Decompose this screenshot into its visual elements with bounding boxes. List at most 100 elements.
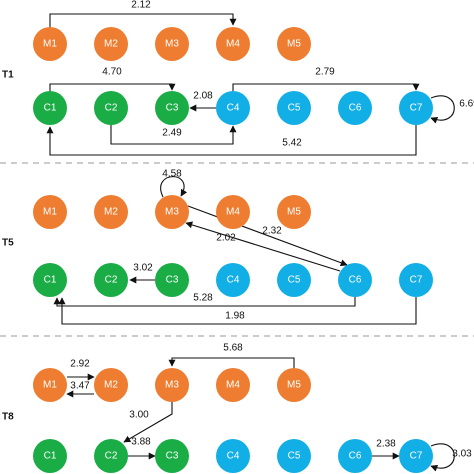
- node-m-circle: [94, 195, 128, 229]
- node-c-circle: [94, 439, 128, 473]
- node-m-circle: [33, 27, 67, 61]
- node-label: C3: [166, 275, 179, 286]
- panel-label: T8: [2, 412, 14, 423]
- node-label: C1: [44, 103, 57, 114]
- node-label: M5: [287, 39, 301, 50]
- node-m-circle: [155, 195, 189, 229]
- edge-weight-label: 3.00: [129, 410, 149, 421]
- node-label: M3: [165, 380, 179, 391]
- node-label: M2: [104, 207, 118, 218]
- node-c-circle: [277, 439, 311, 473]
- node-c-circle: [399, 263, 433, 297]
- node-m-circle: [216, 27, 250, 61]
- edge-arrow: [53, 297, 356, 307]
- edge-weight-label: 1.98: [225, 311, 245, 322]
- node-label: C5: [288, 103, 301, 114]
- node-label: C4: [227, 451, 240, 462]
- node-label: C4: [227, 103, 240, 114]
- node-m-circle: [33, 368, 67, 402]
- edge-arrow: [430, 95, 455, 124]
- node-label: M5: [287, 380, 301, 391]
- node-m-circle: [277, 195, 311, 229]
- edge-arrow: [49, 13, 237, 27]
- edge-weight-label: 2.38: [376, 439, 396, 450]
- edge-weight-label: 4.70: [102, 67, 122, 78]
- node-c-circle: [277, 91, 311, 125]
- edge-weight-label: 2.32: [262, 226, 282, 237]
- edge-weight-label: 3.02: [133, 263, 153, 274]
- node-c-circle: [338, 263, 372, 297]
- node-c-circle: [399, 439, 433, 473]
- node-label: M4: [226, 380, 240, 391]
- node-label: C1: [44, 451, 57, 462]
- node-label: C7: [410, 103, 423, 114]
- node-label: C2: [105, 103, 118, 114]
- node-m-circle: [216, 195, 250, 229]
- edge-arrow: [58, 297, 417, 325]
- node-label: C6: [349, 103, 362, 114]
- node-m-circle: [216, 368, 250, 402]
- edge-arrow: [49, 83, 176, 91]
- node-label: C2: [105, 275, 118, 286]
- node-c-circle: [338, 439, 372, 473]
- edge-arrow: [187, 205, 348, 267]
- edge-weight-label: 2.79: [315, 67, 335, 78]
- edge-weight-label: 4.58: [162, 169, 182, 180]
- node-c-circle: [33, 91, 67, 125]
- edge-arrow: [110, 125, 237, 145]
- edge-arrow: [160, 176, 188, 198]
- node-c-circle: [155, 91, 189, 125]
- node-label: M1: [43, 380, 57, 391]
- edge-weight-label: 3.88: [131, 437, 151, 448]
- edge-arrow: [46, 125, 417, 156]
- node-m-circle: [155, 368, 189, 402]
- node-label: M5: [287, 207, 301, 218]
- edge-weight-label: 5.42: [282, 138, 302, 149]
- node-c-circle: [33, 263, 67, 297]
- node-label: M1: [43, 39, 57, 50]
- node-label: M2: [104, 380, 118, 391]
- node-label: M3: [165, 39, 179, 50]
- node-label: M1: [43, 207, 57, 218]
- edge-arrow: [168, 357, 295, 368]
- edge-weight-label: 2.92: [70, 359, 90, 370]
- node-label: M3: [165, 207, 179, 218]
- node-label: C1: [44, 275, 57, 286]
- node-c-circle: [94, 263, 128, 297]
- node-m-circle: [33, 195, 67, 229]
- node-label: M4: [226, 39, 240, 50]
- edge-weight-label: 6.69: [459, 99, 474, 110]
- node-c-circle: [216, 91, 250, 125]
- node-label: C7: [410, 451, 423, 462]
- node-label: C2: [105, 451, 118, 462]
- edge-weight-label: 3.47: [70, 381, 90, 392]
- panel-label: T1: [2, 70, 14, 81]
- edge-weight-label: 2.02: [216, 233, 236, 244]
- node-m-circle: [277, 27, 311, 61]
- edge-weight-label: 2.08: [193, 91, 213, 102]
- node-c-circle: [216, 263, 250, 297]
- node-c-circle: [277, 263, 311, 297]
- node-label: C3: [166, 103, 179, 114]
- node-m-circle: [94, 27, 128, 61]
- node-label: C7: [410, 275, 423, 286]
- edge-weight-label: 2.12: [131, 0, 151, 11]
- node-c-circle: [399, 91, 433, 125]
- edge-arrow: [232, 83, 420, 91]
- edge-arrow: [430, 443, 455, 472]
- node-label: C5: [288, 451, 301, 462]
- edge-weight-label: 2.49: [162, 128, 182, 139]
- panel-label: T5: [2, 238, 14, 249]
- node-m-circle: [155, 27, 189, 61]
- node-c-circle: [94, 91, 128, 125]
- node-m-circle: [277, 368, 311, 402]
- node-m-circle: [94, 368, 128, 402]
- node-label: M4: [226, 207, 240, 218]
- node-label: C3: [166, 451, 179, 462]
- edge-weight-label: 3.03: [452, 449, 472, 460]
- node-c-circle: [155, 263, 189, 297]
- node-label: C6: [349, 451, 362, 462]
- node-c-circle: [155, 439, 189, 473]
- node-c-circle: [338, 91, 372, 125]
